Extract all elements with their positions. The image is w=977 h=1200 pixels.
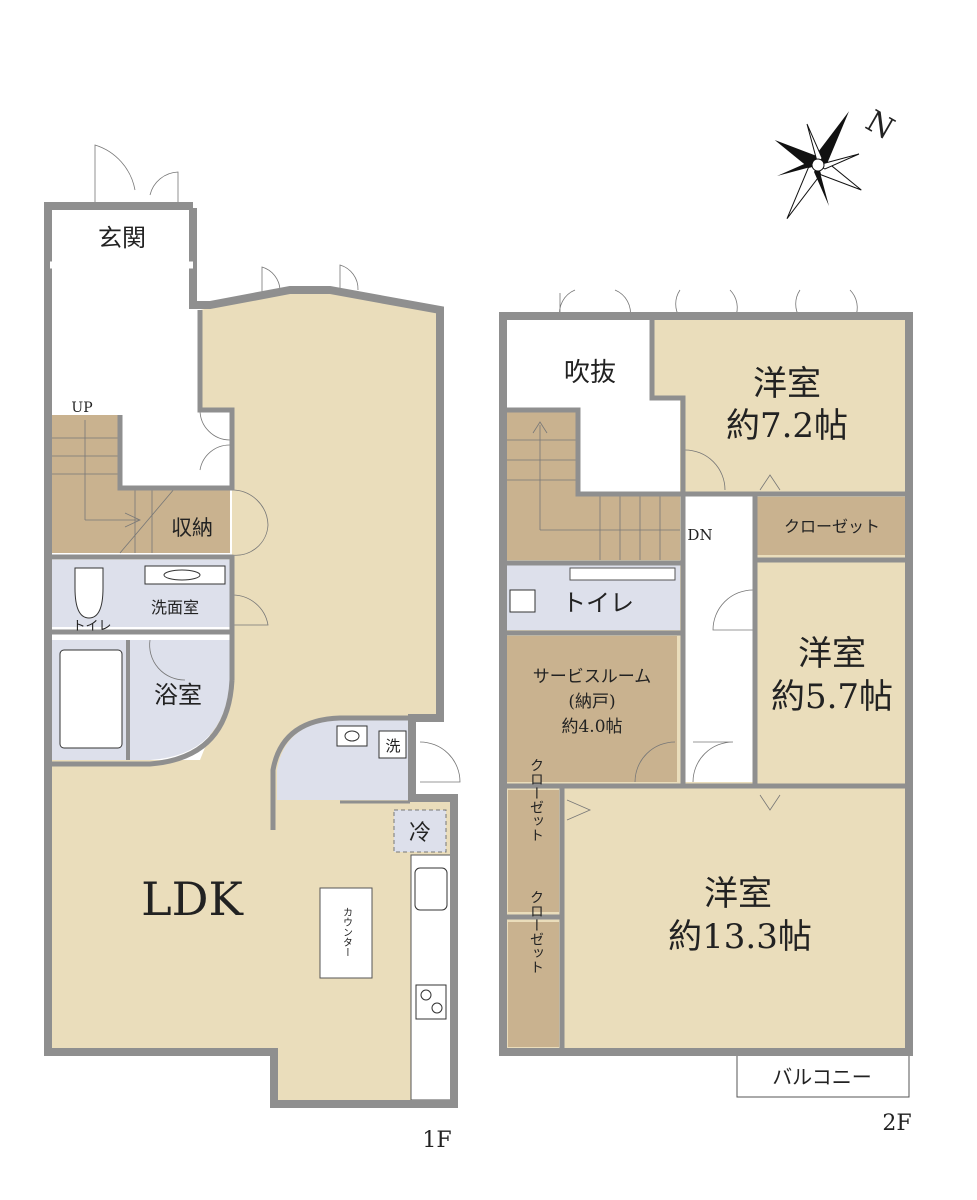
toilet-counter <box>569 567 676 581</box>
balcony-label: バルコニー <box>772 1065 872 1089</box>
room3-size: 約13.3帖 <box>668 917 812 957</box>
closet-top-floor <box>757 497 907 555</box>
floor-2f: 吹抜 洋室 約7.2帖 クローゼット DN トイレ サービスルーム (納戸) 約… <box>499 289 913 1136</box>
room2-size: 約5.7帖 <box>771 677 893 717</box>
service-room-size: 約4.0帖 <box>561 717 622 737</box>
stairs-2f-floor <box>505 410 680 560</box>
washer-box <box>378 730 407 759</box>
fridge-box <box>393 809 447 853</box>
compass-north-label: N <box>860 104 900 147</box>
fridge-label: 冷 <box>409 821 431 846</box>
service-room-name: サービスルーム <box>533 667 652 687</box>
floor-label-1f: 1F <box>422 1128 451 1153</box>
closet-left2-floor <box>508 922 559 1047</box>
stove-icon <box>415 984 447 1020</box>
room-label-entrance: 玄関 <box>98 224 146 252</box>
compass-icon <box>774 111 862 219</box>
walls-2f <box>499 312 913 1056</box>
closet-left1-label: クローゼット <box>528 758 544 842</box>
island-counter <box>319 887 373 979</box>
room-label-ldk: LDK <box>141 872 244 926</box>
stairs-1f <box>50 420 176 554</box>
service-room-floor <box>505 636 677 782</box>
counter-label: カウンター <box>341 907 353 957</box>
balcony-area <box>736 1054 910 1098</box>
stair-storage-floor <box>50 415 230 553</box>
washer-label: 洗 <box>385 737 400 755</box>
walls-1f <box>44 202 458 1108</box>
room1-name: 洋室 <box>753 364 821 404</box>
hall-floor <box>50 265 232 488</box>
stairs-dn-label: DN <box>687 526 712 544</box>
laundry-sink-icon <box>336 725 368 747</box>
room-label-storage: 収納 <box>171 516 213 540</box>
washbasin-icon <box>144 565 226 585</box>
closet-left2-label: クローゼット <box>528 890 544 974</box>
laundry-floor <box>277 720 410 800</box>
stairs-up-label: UP <box>71 400 92 416</box>
bathtub-icon <box>59 649 123 749</box>
room-label-toilet-1f: トイレ <box>72 619 111 634</box>
room-label-void: 吹抜 <box>564 358 616 388</box>
floor-label-2f: 2F <box>882 1111 911 1136</box>
doors-1f <box>94 144 461 783</box>
room1-size: 約7.2帖 <box>726 406 848 446</box>
entrance-floor <box>50 208 193 265</box>
hall-2f-floor <box>685 495 753 782</box>
floor-1f: 玄関 UP 収納 トイレ 洗面室 浴室 LDK カウンター 洗 冷 1F <box>44 144 461 1153</box>
closet-top-label: クローゼット <box>784 517 880 536</box>
toilet-2f-icon <box>509 589 536 613</box>
room2-name: 洋室 <box>798 634 866 674</box>
closet-left1-floor <box>508 790 559 912</box>
room-label-washroom: 洗面室 <box>151 598 199 617</box>
room3-name: 洋室 <box>704 874 772 914</box>
service-room-sub: (納戸) <box>568 692 615 712</box>
void-area <box>505 318 680 492</box>
toilet-icon <box>74 567 104 619</box>
room-label-bath: 浴室 <box>154 681 202 709</box>
room-label-toilet-2f: トイレ <box>562 589 634 617</box>
kitchen-sink-icon <box>414 867 448 911</box>
